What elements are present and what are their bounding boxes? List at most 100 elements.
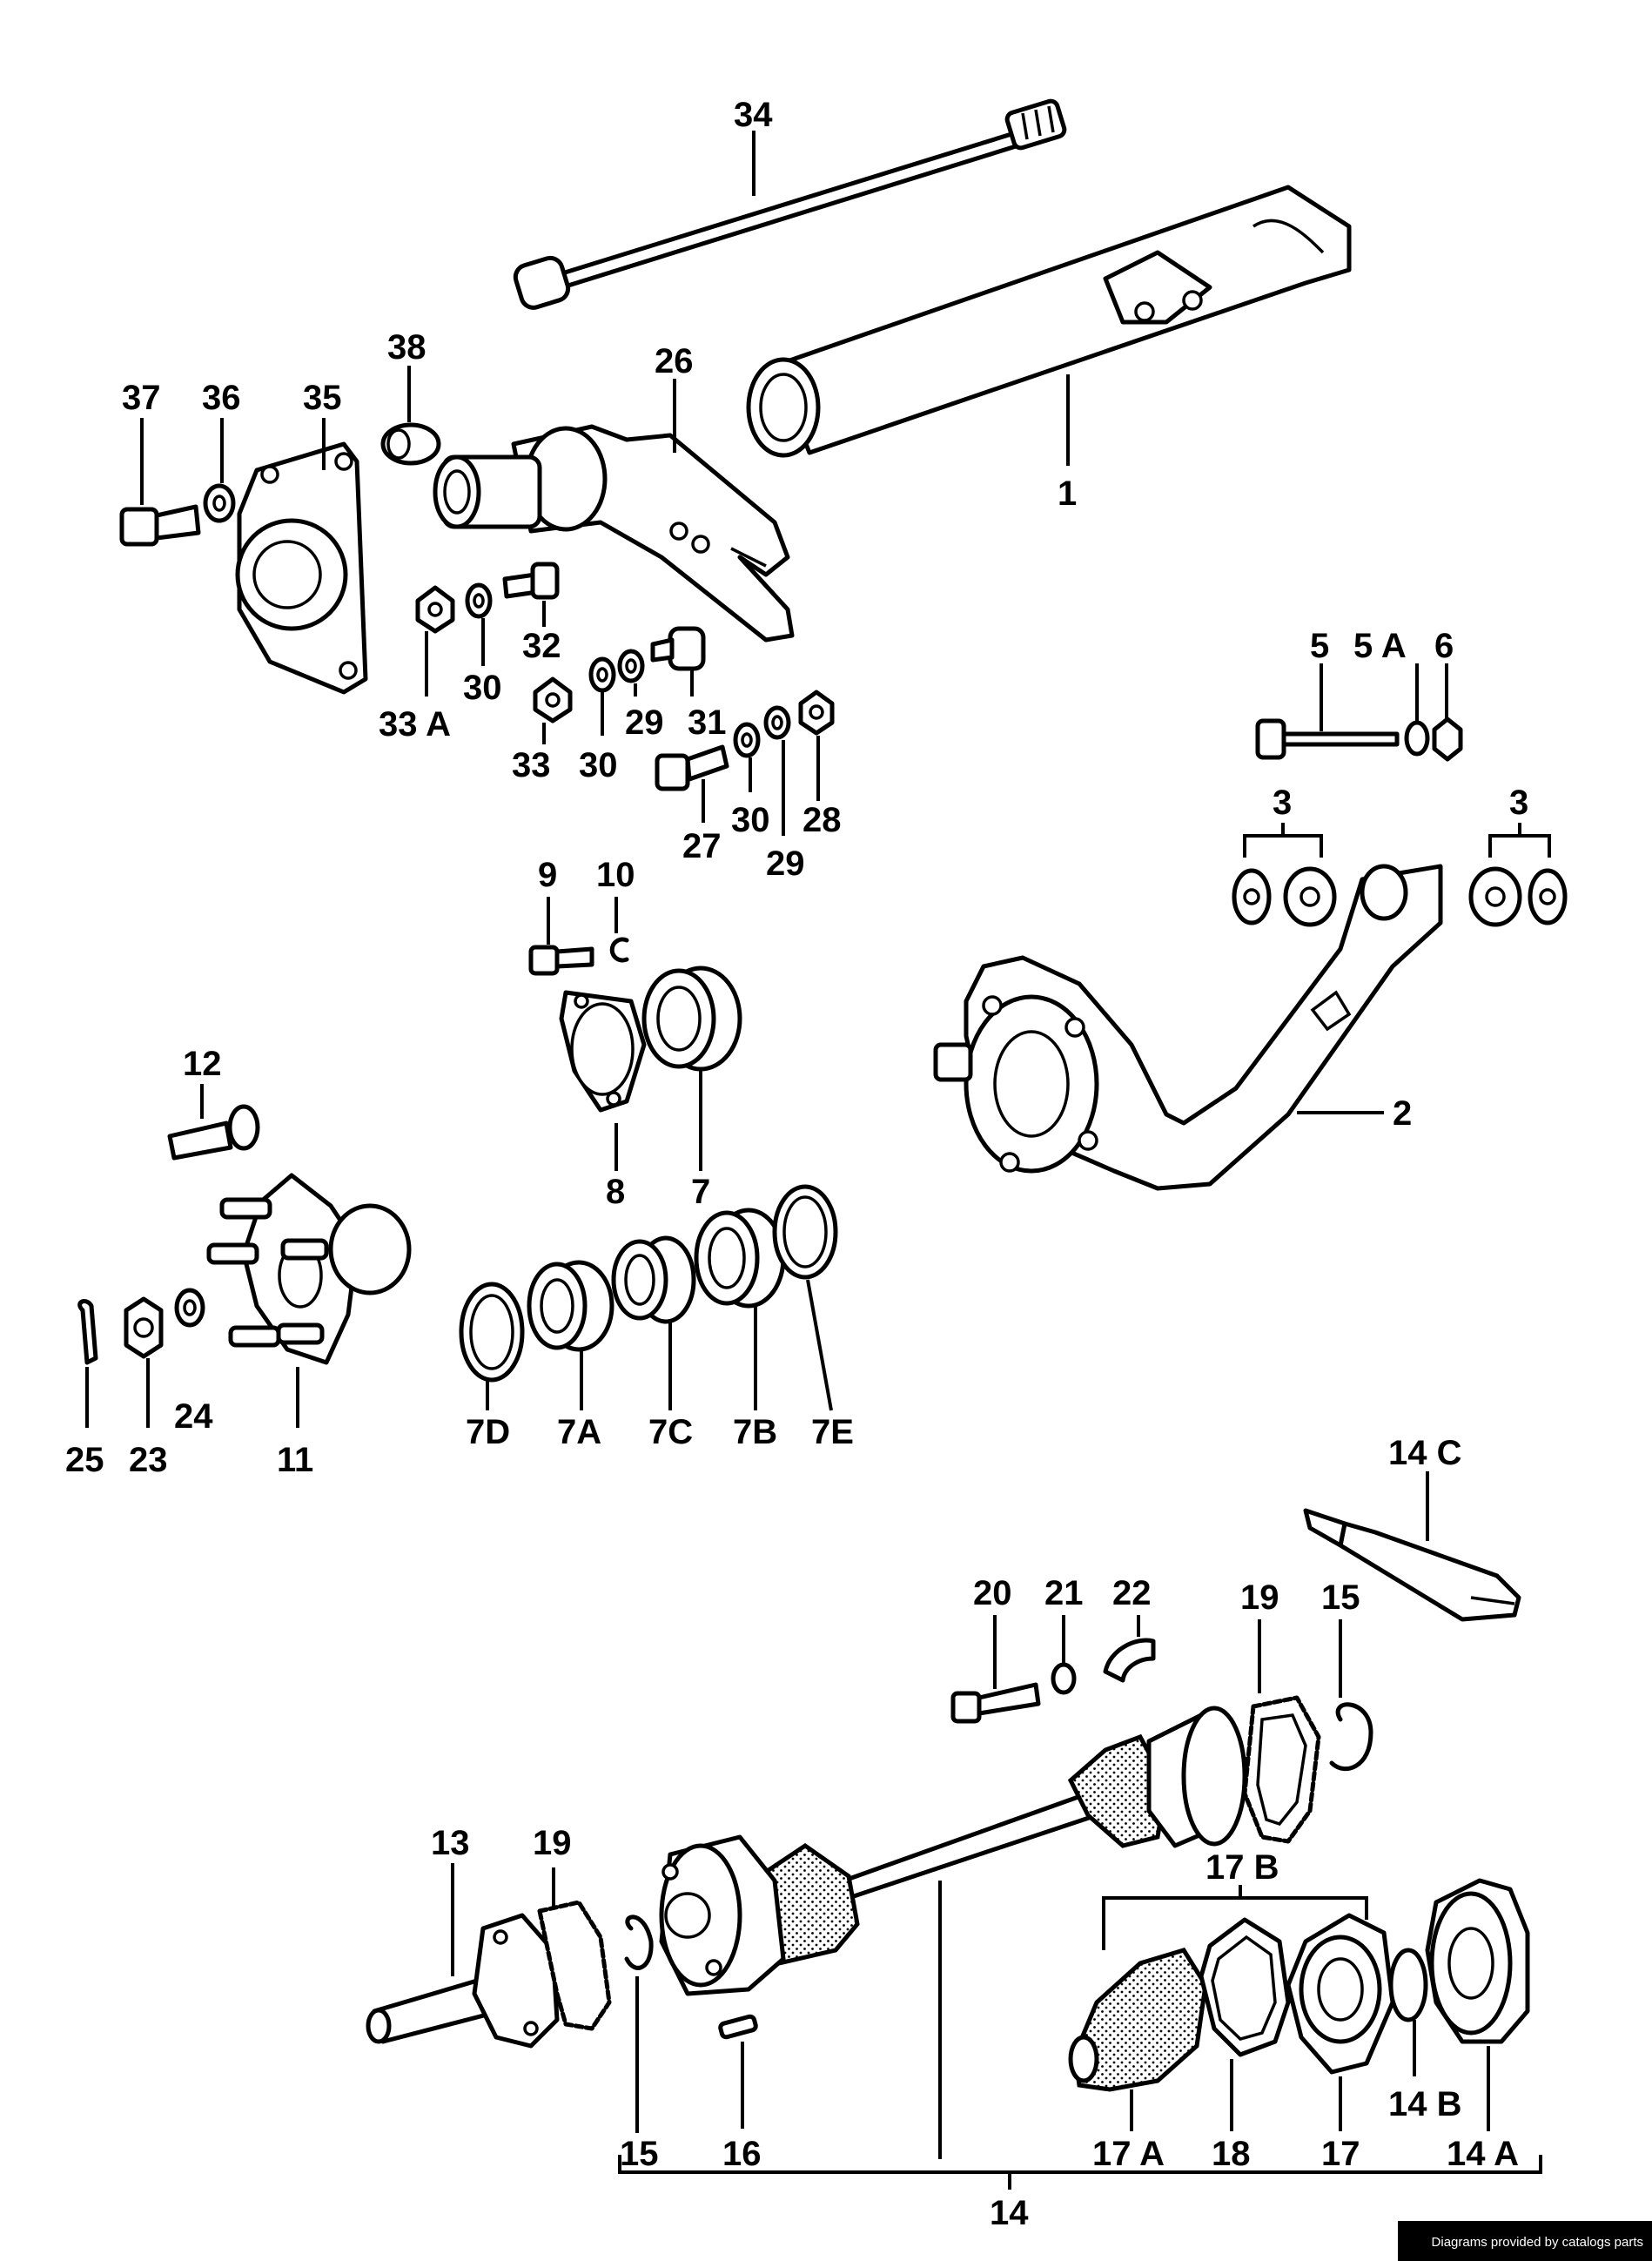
label-15a: 15	[1321, 1578, 1360, 1617]
label-16: 16	[722, 2135, 762, 2173]
label-1: 1	[1058, 474, 1077, 513]
label-30c: 30	[731, 801, 770, 839]
washer-21	[1051, 1662, 1077, 1695]
nut-28	[798, 690, 835, 736]
label-33: 33	[512, 746, 551, 784]
boot-17a	[1068, 1948, 1208, 2092]
bushing-31	[650, 626, 706, 671]
label-33a: 33 A	[379, 705, 451, 744]
label-19a: 19	[1240, 1578, 1279, 1617]
label-34: 34	[734, 96, 773, 134]
bearing-7b	[694, 1208, 786, 1309]
label-29b: 29	[766, 845, 805, 883]
label-10: 10	[596, 856, 635, 894]
label-36: 36	[202, 379, 241, 417]
label-13: 13	[431, 1824, 470, 1862]
drive-shaft-14	[659, 1706, 1247, 1996]
bearing-7	[641, 966, 742, 1072]
label-3a: 3	[1273, 784, 1292, 822]
label-17a: 17 A	[1092, 2135, 1165, 2173]
washer-5a	[1404, 720, 1430, 757]
ring-14b	[1388, 1948, 1428, 2022]
gasket-19b	[537, 1900, 612, 2031]
seal-7e	[772, 1184, 838, 1280]
bracket-17b	[1102, 1885, 1368, 1950]
label-28: 28	[802, 801, 842, 839]
washer-30a	[465, 582, 493, 619]
plate-22	[1103, 1638, 1156, 1683]
label-38: 38	[387, 328, 426, 367]
nut-33a	[415, 585, 455, 634]
label-3b: 3	[1509, 784, 1528, 822]
bracket-14	[618, 2155, 1542, 2190]
washer-29b	[763, 705, 791, 740]
washer-36	[203, 483, 236, 523]
bolt-27	[655, 744, 729, 791]
key-16	[718, 2014, 758, 2040]
circlip-15a	[1329, 1702, 1373, 1772]
label-5: 5	[1310, 627, 1329, 665]
label-9: 9	[538, 856, 557, 894]
washer-29a	[617, 649, 645, 683]
label-18: 18	[1212, 2135, 1251, 2173]
label-7: 7	[691, 1173, 710, 1211]
label-37: 37	[122, 379, 161, 417]
nut-6	[1432, 717, 1463, 762]
bushing-3b	[1468, 866, 1568, 927]
label-29a: 29	[625, 703, 664, 742]
cv-joint-14a	[1425, 1878, 1530, 2044]
label-5a: 5 A	[1353, 627, 1407, 665]
nut-33	[533, 676, 573, 723]
label-17b: 17 B	[1205, 1848, 1279, 1887]
bushing-38	[380, 422, 441, 466]
spacer-7a	[527, 1260, 614, 1352]
torsion-bar-34	[513, 98, 1067, 310]
washer-30c	[733, 722, 761, 758]
trailing-arm-2	[933, 864, 1443, 1191]
label-27: 27	[682, 827, 722, 865]
circlip-15b	[624, 1914, 654, 1970]
label-30b: 30	[579, 746, 618, 784]
label-31: 31	[688, 703, 727, 742]
clamp-18	[1199, 1917, 1291, 2057]
bushing-3a	[1232, 866, 1337, 927]
label-35: 35	[303, 379, 342, 417]
bolt-9	[528, 945, 594, 976]
bolt-32	[502, 562, 560, 600]
label-24: 24	[174, 1397, 213, 1436]
label-20: 20	[973, 1574, 1012, 1612]
label-7d: 7D	[466, 1413, 510, 1451]
washer-30b	[588, 656, 616, 693]
label-22: 22	[1112, 1574, 1152, 1612]
label-25: 25	[65, 1441, 104, 1479]
cover-plate-8	[559, 990, 647, 1113]
gasket-19a	[1242, 1695, 1321, 1844]
label-23: 23	[129, 1441, 168, 1479]
label-17: 17	[1321, 2135, 1360, 2173]
bolt-5	[1255, 718, 1400, 760]
label-19b: 19	[533, 1824, 572, 1862]
bracket-3b	[1488, 823, 1551, 858]
spacer-7c	[611, 1235, 696, 1324]
stub-axle-13	[366, 1913, 560, 2049]
spring-plate-26	[433, 424, 795, 643]
stud-12	[167, 1104, 260, 1161]
hub-flange-11	[206, 1173, 412, 1365]
label-7b: 7B	[733, 1413, 777, 1451]
torsion-tube-1	[746, 185, 1352, 458]
label-11: 11	[277, 1441, 313, 1479]
bolt-20	[950, 1682, 1041, 1724]
castle-nut-23	[124, 1296, 164, 1359]
label-14: 14	[990, 2194, 1029, 2232]
label-21: 21	[1044, 1574, 1084, 1612]
label-26: 26	[655, 342, 694, 380]
label-32: 32	[522, 627, 561, 665]
label-2: 2	[1393, 1094, 1412, 1133]
circlip-10	[609, 937, 629, 963]
label-14c: 14 C	[1388, 1434, 1462, 1472]
label-30a: 30	[463, 669, 502, 707]
bracket-3a	[1243, 823, 1323, 858]
label-14a: 14 A	[1447, 2135, 1519, 2173]
credit-banner: Diagrams provided by catalogs parts	[1398, 2221, 1652, 2261]
